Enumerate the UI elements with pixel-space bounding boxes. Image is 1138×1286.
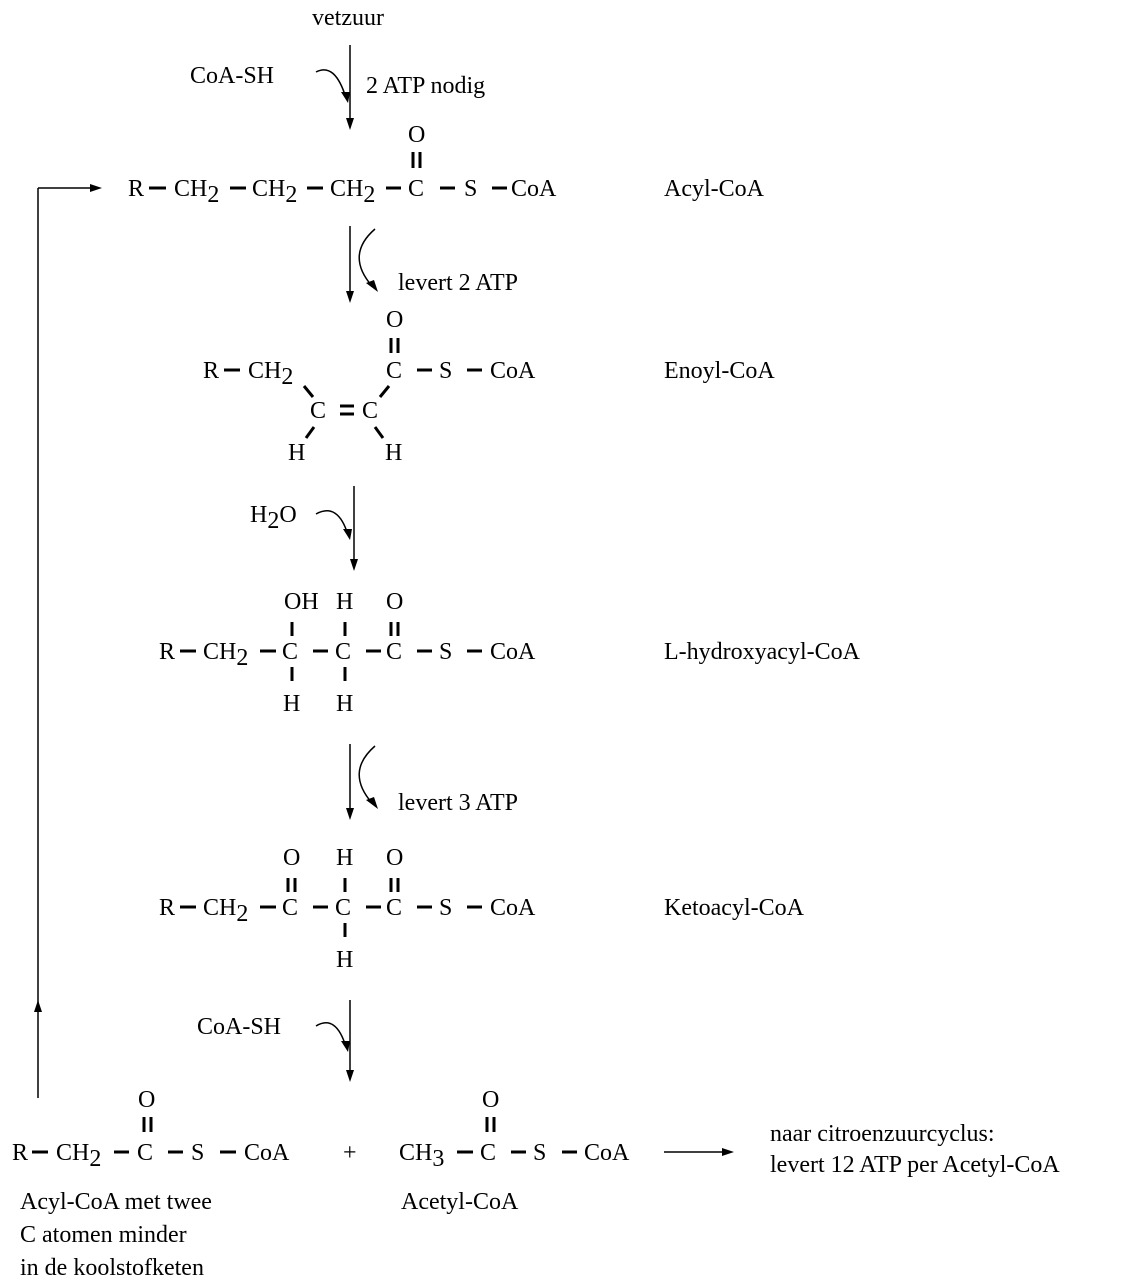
enoyl-H-left: H: [288, 440, 305, 466]
enoyl-O: O: [386, 307, 403, 333]
loop-right-arrowhead: [90, 184, 102, 192]
keto-S: S: [439, 895, 452, 921]
compound-name-acyl-coa: Acyl-CoA: [664, 176, 765, 202]
step5-arrowhead: [346, 1070, 354, 1082]
hydroxy-OH: OH: [284, 589, 319, 615]
product-acyl-CoA: CoA: [244, 1140, 290, 1166]
hydroxy-H-bot-1: H: [283, 691, 300, 717]
loop-up-arrowhead: [34, 1000, 42, 1012]
hydroxy-S: S: [439, 639, 452, 665]
enoyl-diag-4: [373, 426, 385, 439]
compound-name-enoyl-coa: Enoyl-CoA: [664, 358, 775, 384]
keto-O-1: O: [283, 845, 300, 871]
to-citric-acid-arrowhead: [722, 1148, 734, 1156]
shortened-label-line-2: C atomen minder: [20, 1222, 187, 1248]
keto-CoA: CoA: [490, 895, 536, 921]
destination-line-2: levert 12 ATP per Acetyl-CoA: [770, 1152, 1060, 1178]
acetyl-CoA: CoA: [584, 1140, 630, 1166]
step1-reagent: CoA-SH: [190, 63, 274, 89]
shortened-label-line-1: Acyl-CoA met twee: [20, 1189, 212, 1215]
acetyl-CH3: CH3: [399, 1140, 444, 1172]
step4-curved-arrowhead: [366, 797, 378, 809]
hydroxy-H-bot-2: H: [336, 691, 353, 717]
acetyl-S: S: [533, 1140, 546, 1166]
acyl-S: S: [464, 176, 477, 202]
step3-reagent: H2O: [250, 502, 297, 534]
step3-arrowhead: [350, 559, 358, 571]
keto-H-bot: H: [336, 947, 353, 973]
acetyl-label: Acetyl-CoA: [401, 1189, 519, 1215]
compound-name-hydroxyacyl-coa: L-hydroxyacyl-CoA: [664, 639, 861, 665]
step2-note: levert 2 ATP: [398, 270, 518, 296]
destination-line-1: naar citroenzuurcyclus:: [770, 1121, 995, 1147]
enoyl-S: S: [439, 358, 452, 384]
keto-C1: C: [282, 895, 298, 921]
step3-curved-arrow: [315, 510, 349, 536]
hydroxy-C2: C: [335, 639, 351, 665]
product-acyl-C: C: [137, 1140, 153, 1166]
acyl-CH2-2: CH2: [252, 176, 297, 208]
acyl-CoA: CoA: [511, 176, 557, 202]
step5-curved-arrowhead: [341, 1041, 350, 1052]
acyl-R: R: [128, 176, 144, 202]
hydroxy-CoA: CoA: [490, 639, 536, 665]
step4-arrowhead: [346, 808, 354, 820]
keto-H-top: H: [336, 845, 353, 871]
keto-C3: C: [386, 895, 402, 921]
enoyl-diag-3: [304, 426, 316, 439]
hydroxy-R: R: [159, 639, 175, 665]
enoyl-CoA: CoA: [490, 358, 536, 384]
enoyl-H-right: H: [385, 440, 402, 466]
step2-curved-arrowhead: [366, 280, 378, 292]
step1-curved-arrowhead: [341, 92, 350, 103]
keto-R: R: [159, 895, 175, 921]
acyl-C: C: [408, 176, 424, 202]
hydroxy-C1: C: [282, 639, 298, 665]
step1-curved-arrow: [315, 69, 347, 99]
step5-reagent: CoA-SH: [197, 1014, 281, 1040]
hydroxy-H-top: H: [336, 589, 353, 615]
acetyl-C: C: [480, 1140, 496, 1166]
compound-name-ketoacyl-coa: Ketoacyl-CoA: [664, 895, 805, 921]
product-acyl-S: S: [191, 1140, 204, 1166]
enoyl-R: R: [203, 358, 219, 384]
step1-arrowhead: [346, 118, 354, 130]
hydroxy-O: O: [386, 589, 403, 615]
step3-curved-arrowhead: [343, 529, 352, 540]
hydroxy-CH2: CH2: [203, 639, 248, 671]
enoyl-C-top: C: [386, 358, 402, 384]
shortened-label-line-3: in de koolstofketen: [20, 1255, 204, 1281]
step5-curved-arrow: [315, 1022, 347, 1048]
step2-curved-arrow: [358, 228, 376, 287]
start-label: vetzuur: [312, 5, 384, 31]
step4-curved-arrow: [358, 745, 376, 804]
product-acyl-CH2: CH2: [56, 1140, 101, 1172]
keto-CH2: CH2: [203, 895, 248, 927]
product-acyl-O: O: [138, 1087, 155, 1113]
enoyl-C-left: C: [310, 398, 326, 424]
acyl-O: O: [408, 122, 425, 148]
hydroxy-C3: C: [386, 639, 402, 665]
step4-note: levert 3 ATP: [398, 790, 518, 816]
step1-note: 2 ATP nodig: [366, 73, 485, 99]
enoyl-CH2: CH2: [248, 358, 293, 390]
step2-arrowhead: [346, 291, 354, 303]
enoyl-C-right: C: [362, 398, 378, 424]
enoyl-diag-1: [302, 385, 315, 398]
product-plus-sign: +: [343, 1140, 357, 1166]
acetyl-O: O: [482, 1087, 499, 1113]
enoyl-diag-2: [378, 385, 391, 398]
product-acyl-R: R: [12, 1140, 28, 1166]
acyl-CH2-1: CH2: [174, 176, 219, 208]
acyl-CH2-3: CH2: [330, 176, 375, 208]
keto-C2: C: [335, 895, 351, 921]
keto-O-2: O: [386, 845, 403, 871]
